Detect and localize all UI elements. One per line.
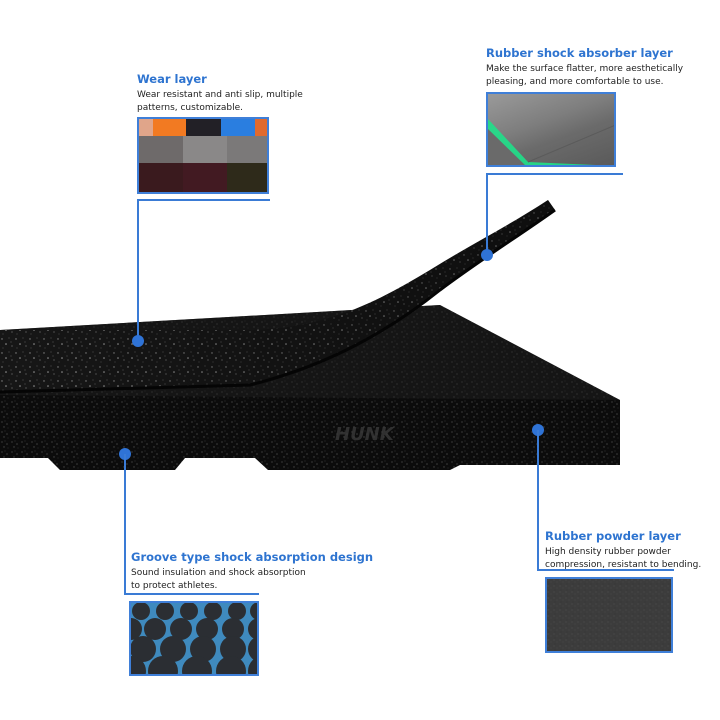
callout-powder-layer: Rubber powder layer High density rubber … [545, 529, 720, 572]
callout-groove-design: Groove type shock absorption design Soun… [131, 550, 374, 593]
absorber-leader-h [486, 173, 623, 175]
absorber-marker [481, 249, 493, 261]
wear-layer-leader-h [137, 199, 270, 201]
groove-description: Sound insulation and shock absorption to… [131, 568, 306, 591]
absorber-leader-v [486, 173, 488, 253]
groove-bottom-image [129, 601, 259, 676]
powder-title: Rubber powder layer [545, 529, 681, 543]
wear-layer-description: Wear resistant and anti slip, multiple p… [137, 90, 303, 113]
powder-description: High density rubber powder compression, … [545, 547, 702, 570]
powder-leader-h [537, 569, 674, 571]
wear-layer-marker [132, 335, 144, 347]
wear-layer-leader-v [137, 199, 139, 339]
wear-layer-title: Wear layer [137, 72, 207, 86]
shock-absorber-image [486, 92, 616, 167]
powder-leader-v [537, 430, 539, 570]
groove-leader-v [124, 454, 126, 594]
absorber-title: Rubber shock absorber layer [486, 46, 673, 60]
rubber-powder-image [545, 577, 673, 653]
callout-wear-layer: Wear layer Wear resistant and anti slip,… [137, 72, 337, 115]
wear-layer-pattern-image [137, 117, 269, 194]
groove-title: Groove type shock absorption design [131, 550, 374, 564]
base-slab-front [0, 395, 620, 470]
absorber-description: Make the surface flatter, more aesthetic… [486, 64, 684, 87]
callout-shock-absorber-layer: Rubber shock absorber layer Make the sur… [486, 46, 716, 89]
groove-leader-h [124, 593, 259, 595]
mat-watermark: HUNK [335, 424, 396, 445]
